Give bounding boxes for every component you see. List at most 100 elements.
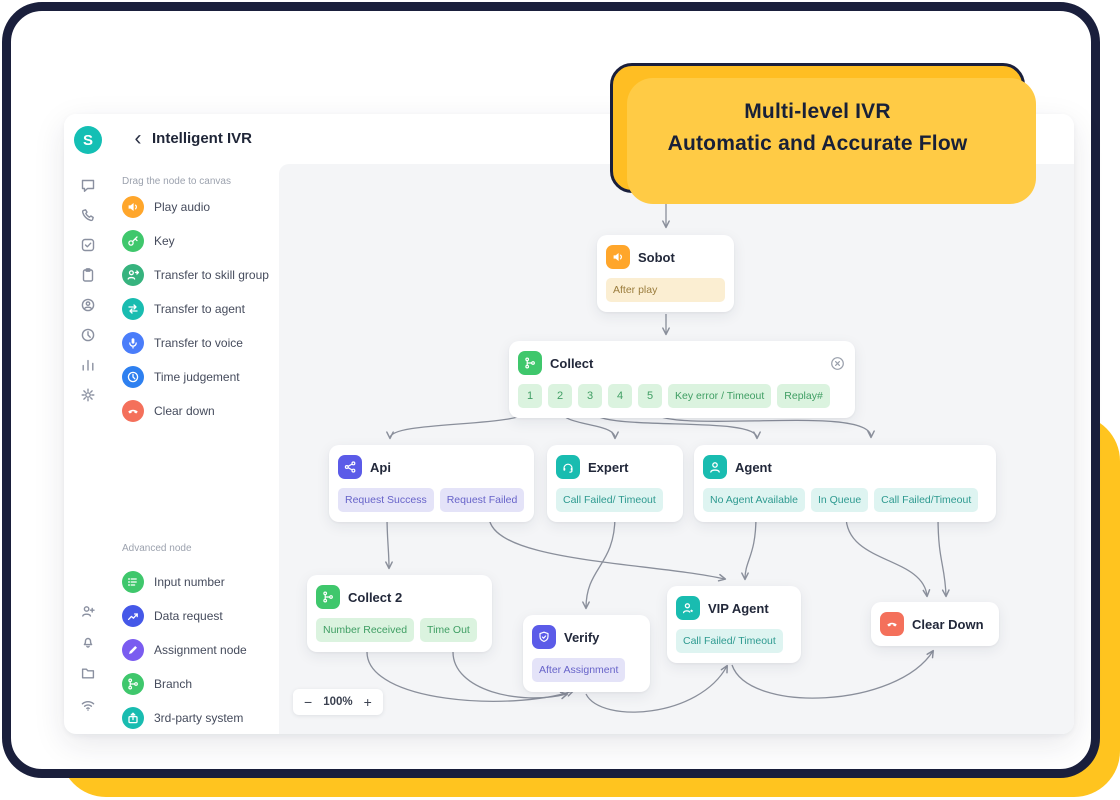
palette-item-transfer-voice[interactable]: Transfer to voice: [122, 332, 273, 354]
zoom-in-button[interactable]: +: [363, 694, 372, 710]
palette-item-label: Play audio: [154, 200, 211, 214]
palette-item-label: Branch: [154, 677, 193, 691]
node-palette: Drag the node to canvas Play audio Key T…: [112, 164, 279, 734]
close-icon[interactable]: [828, 354, 846, 372]
node-title: Clear Down: [912, 616, 984, 632]
palette-item-assignment-node[interactable]: Assignment node: [122, 639, 273, 661]
key-icon: [122, 230, 144, 252]
node-port-after-assignment[interactable]: After Assignment: [532, 658, 626, 682]
zoom-control: − 100% +: [293, 689, 383, 715]
node-port-call-failed-timeout[interactable]: Call Failed/ Timeout: [676, 629, 783, 653]
palette-item-label: Time judgement: [154, 370, 240, 384]
microphone-icon: [122, 332, 144, 354]
palette-item-label: Input number: [154, 575, 225, 589]
feature-callout: Multi-level IVR Automatic and Accurate F…: [610, 63, 1036, 204]
palette-item-label: Key: [154, 234, 175, 248]
add-user-icon[interactable]: [64, 596, 112, 626]
node-port-time-out[interactable]: Time Out: [420, 618, 477, 642]
skill-group-icon: [122, 264, 144, 286]
transfer-arrows-icon: [122, 298, 144, 320]
palette-item-label: Transfer to skill group: [154, 268, 269, 282]
flow-node-vip-agent[interactable]: VIP Agent Call Failed/ Timeout: [667, 586, 801, 663]
page-title: Intelligent IVR: [152, 130, 253, 147]
node-port-key-1[interactable]: 1: [518, 384, 542, 408]
speaker-icon: [122, 196, 144, 218]
palette-item-key[interactable]: Key: [122, 230, 273, 252]
palette-item-data-request[interactable]: Data request: [122, 605, 273, 627]
sobot-logo[interactable]: S: [74, 126, 102, 154]
flow-node-api[interactable]: Api Request Success Request Failed: [329, 445, 534, 522]
vip-agent-icon: [676, 596, 700, 620]
settings-gear-icon[interactable]: [64, 380, 112, 410]
node-port-after-play[interactable]: After play: [606, 278, 725, 302]
palette-item-play-audio[interactable]: Play audio: [122, 196, 273, 218]
folder-icon[interactable]: [64, 656, 112, 690]
zoom-out-button[interactable]: −: [304, 694, 313, 710]
node-port-key-3[interactable]: 3: [578, 384, 602, 408]
node-port-request-success[interactable]: Request Success: [338, 488, 434, 512]
collect-branch-icon: [316, 585, 340, 609]
back-icon[interactable]: ‹: [126, 126, 150, 152]
node-title: Verify: [564, 629, 600, 645]
node-port-no-agent-available[interactable]: No Agent Available: [703, 488, 805, 512]
phone-icon[interactable]: [64, 200, 112, 230]
phone-down-icon: [880, 612, 904, 636]
speaker-icon: [606, 245, 630, 269]
export-box-icon: [122, 707, 144, 729]
callout-title: Multi-level IVR: [744, 100, 891, 123]
number-list-icon: [122, 571, 144, 593]
agent-person-icon: [703, 455, 727, 479]
node-port-number-received[interactable]: Number Received: [316, 618, 415, 642]
flow-edges: [366, 204, 950, 713]
node-port-call-failed-timeout[interactable]: Call Failed/ Timeout: [556, 488, 663, 512]
node-title: Agent: [735, 459, 772, 475]
palette-item-time-judgement[interactable]: Time judgement: [122, 366, 273, 388]
palette-item-transfer-skill-group[interactable]: Transfer to skill group: [122, 264, 273, 286]
palette-item-transfer-agent[interactable]: Transfer to agent: [122, 298, 273, 320]
palette-item-branch[interactable]: Branch: [122, 673, 273, 695]
analytics-icon[interactable]: [64, 350, 112, 380]
palette-item-label: Transfer to voice: [154, 336, 243, 350]
palette-item-label: Clear down: [154, 404, 215, 418]
palette-item-label: 3rd-party system: [154, 711, 244, 725]
node-port-request-failed[interactable]: Request Failed: [439, 488, 525, 512]
node-title: Collect: [550, 355, 594, 371]
palette-item-input-number[interactable]: Input number: [122, 571, 273, 593]
flow-node-agent[interactable]: Agent No Agent Available In Queue Call F…: [694, 445, 996, 522]
node-port-key-2[interactable]: 2: [548, 384, 572, 408]
palette-item-label: Data request: [154, 609, 223, 623]
flow-node-collect-2[interactable]: Collect 2 Number Received Time Out: [307, 575, 492, 652]
notification-bell-icon[interactable]: [64, 626, 112, 656]
api-share-icon: [338, 455, 362, 479]
clipboard-icon[interactable]: [64, 260, 112, 290]
trend-chart-icon: [122, 605, 144, 627]
flow-node-verify[interactable]: Verify After Assignment: [523, 615, 650, 692]
node-port-key-error[interactable]: Key error / Timeout: [668, 384, 772, 408]
palette-item-clear-down[interactable]: Clear down: [122, 400, 273, 422]
palette-item-3rd-party-system[interactable]: 3rd-party system: [122, 707, 273, 729]
node-port-call-failed-timeout[interactable]: Call Failed/Timeout: [874, 488, 979, 512]
branch-icon: [122, 673, 144, 695]
history-clock-icon[interactable]: [64, 320, 112, 350]
flow-node-collect[interactable]: Collect 1 2 3 4 5 Key error / Timeout Re…: [509, 341, 855, 418]
callout-subtitle: Automatic and Accurate Flow: [667, 132, 968, 155]
headset-icon: [556, 455, 580, 479]
node-port-key-4[interactable]: 4: [608, 384, 632, 408]
customer-icon[interactable]: [64, 290, 112, 320]
task-check-icon[interactable]: [64, 230, 112, 260]
flow-canvas[interactable]: Sobot After play Collect 1 2: [279, 164, 1074, 734]
palette-advanced-hint: Advanced node: [122, 543, 192, 554]
flow-node-clear-down[interactable]: Clear Down: [871, 602, 999, 646]
flow-node-expert[interactable]: Expert Call Failed/ Timeout: [547, 445, 683, 522]
palette-item-label: Assignment node: [154, 643, 247, 657]
chat-icon[interactable]: [64, 170, 112, 200]
flow-node-sobot[interactable]: Sobot After play: [597, 235, 734, 312]
node-port-key-5[interactable]: 5: [638, 384, 662, 408]
node-port-in-queue[interactable]: In Queue: [810, 488, 869, 512]
node-title: Api: [370, 459, 391, 475]
node-port-replay[interactable]: Replay#: [777, 384, 830, 408]
wifi-icon[interactable]: [64, 690, 112, 720]
phone-down-icon: [122, 400, 144, 422]
node-title: Sobot: [638, 249, 675, 265]
